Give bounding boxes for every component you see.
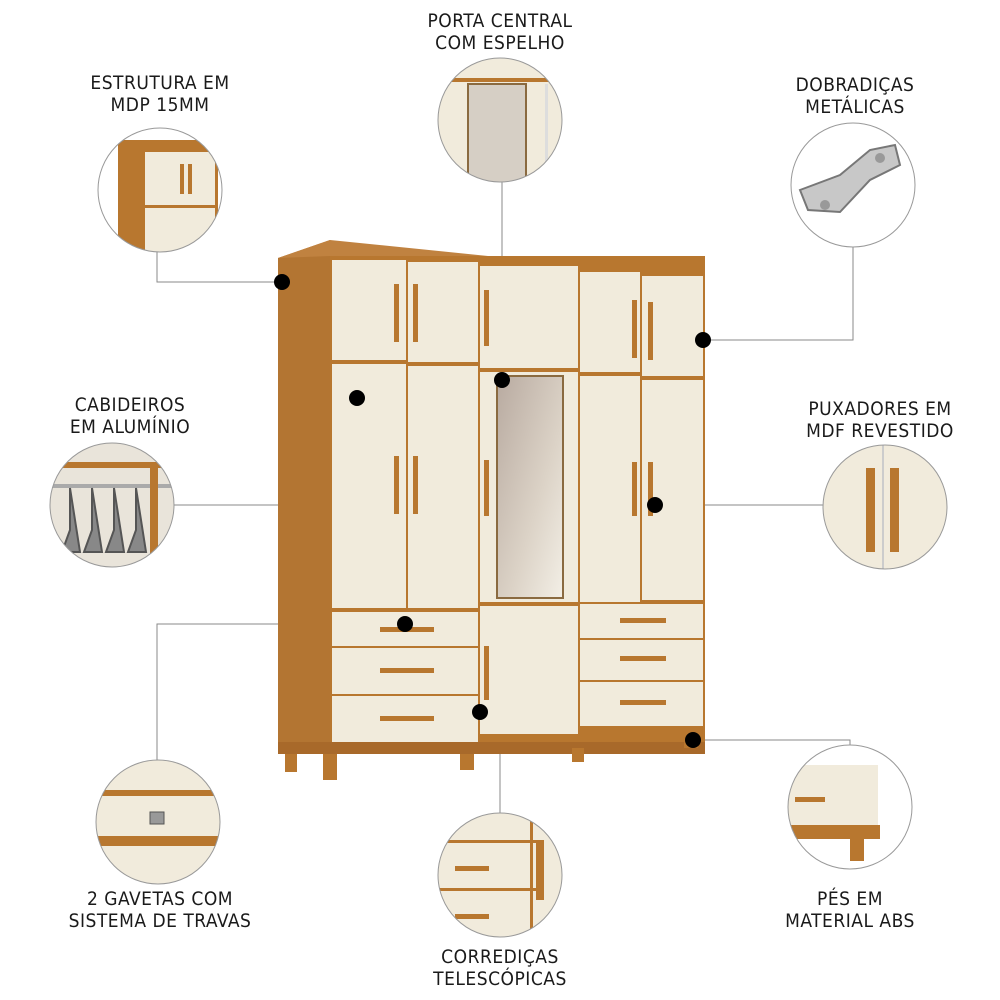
detail-pes: [787, 744, 913, 870]
detail-cabideiros: [49, 442, 175, 568]
detail-estrutura: [97, 127, 223, 253]
detail-corredicas: [437, 812, 563, 938]
callout-dots: [274, 274, 711, 748]
label-cabideiros: CABIDEIROS EM ALUMÍNIO: [69, 394, 191, 438]
detail-gavetas: [95, 759, 221, 885]
label-puxadores: PUXADORES EM MDF REVESTIDO: [806, 398, 954, 442]
label-pes: PÉS EM MATERIAL ABS: [785, 888, 915, 932]
detail-porta-central: [437, 57, 563, 183]
detail-puxadores: [822, 444, 948, 570]
detail-dobradicas: [790, 122, 916, 248]
label-porta-central: PORTA CENTRAL COM ESPELHO: [427, 10, 573, 54]
label-dobradicas: DOBRADIÇAS METÁLICAS: [795, 74, 915, 118]
wardrobe-illustration: [278, 240, 705, 780]
label-corredicas: CORREDIÇAS TELESCÓPICAS: [433, 946, 567, 990]
label-gavetas: 2 GAVETAS COM SISTEMA DE TRAVAS: [68, 888, 252, 932]
label-estrutura: ESTRUTURA EM MDP 15MM: [90, 72, 230, 116]
